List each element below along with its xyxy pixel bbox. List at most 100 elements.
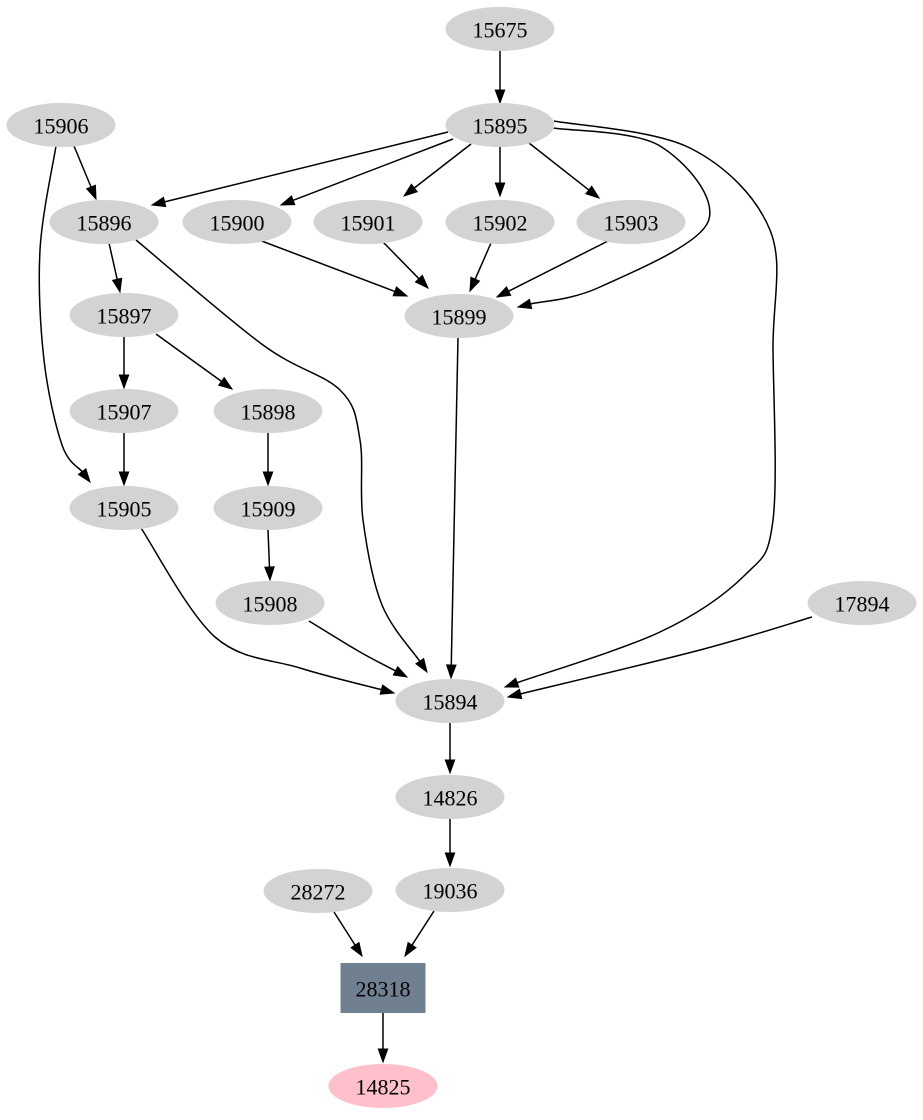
edge-15906-to-15896 (73, 145, 97, 201)
node-label: 15900 (210, 210, 265, 235)
node-label: 15895 (473, 113, 528, 138)
node-label: 15898 (241, 399, 296, 424)
arrowhead-icon (262, 471, 274, 487)
graph-node-17894: 17894 (807, 581, 917, 625)
edge-line (450, 337, 459, 666)
edge-19036-to-28318 (404, 910, 435, 958)
arrowhead-icon (392, 286, 409, 297)
edge-15897-to-15907 (118, 337, 130, 390)
node-ellipse-shape (807, 581, 917, 625)
node-label: 15906 (34, 113, 89, 138)
node-label: 15903 (604, 210, 659, 235)
arrowhead-icon (118, 471, 130, 487)
node-label: 19036 (423, 878, 478, 903)
edge-15895-to-15896 (150, 131, 449, 208)
node-ellipse-shape (69, 389, 179, 433)
arrowhead-icon (279, 195, 296, 206)
node-ellipse-shape (395, 868, 505, 912)
graph-node-15897: 15897 (69, 293, 179, 337)
edge-line (135, 239, 421, 662)
node-label: 28272 (291, 879, 346, 904)
graph-node-14826: 14826 (395, 775, 505, 819)
edge-line (520, 616, 813, 695)
edge-line (530, 127, 711, 305)
node-label: 15905 (97, 496, 152, 521)
edge-line (155, 333, 222, 382)
arrowhead-icon (150, 196, 167, 208)
graph-node-15902: 15902 (445, 200, 555, 244)
edge-15907-to-15905 (118, 433, 130, 487)
node-ellipse-shape (576, 200, 686, 244)
graph-node-15900: 15900 (182, 200, 292, 244)
edge-15898-to-15909 (262, 433, 274, 487)
edge-15675-to-15895 (494, 50, 506, 105)
node-ellipse-shape (445, 200, 555, 244)
arrowhead-icon (585, 185, 601, 199)
arrowhead-icon (111, 277, 123, 294)
graph-node-15907: 15907 (69, 389, 179, 433)
node-label: 14825 (356, 1074, 411, 1099)
arrowhead-icon (444, 852, 456, 868)
node-label: 15899 (432, 304, 487, 329)
node-ellipse-shape (182, 200, 292, 244)
node-ellipse-shape (49, 200, 159, 244)
graph-node-15901: 15901 (313, 200, 423, 244)
edge-15895-to-15902 (494, 147, 506, 198)
edge-15899-to-15894 (445, 337, 459, 680)
edge-line (108, 242, 118, 280)
arrowhead-icon (495, 286, 512, 298)
graph-node-15909: 15909 (213, 486, 323, 530)
node-ellipse-shape (263, 869, 373, 913)
edge-15903-to-15899 (495, 240, 609, 298)
arrowhead-icon (350, 941, 363, 958)
node-ellipse-shape (445, 7, 555, 51)
graph-node-15905: 15905 (69, 486, 179, 530)
edge-line (308, 620, 396, 672)
edge-17894-to-15894 (506, 616, 813, 700)
arrowhead-icon (414, 274, 430, 290)
arrowhead-icon (404, 941, 417, 958)
graph-node-28318: 28318 (340, 963, 426, 1013)
node-label: 15897 (97, 303, 152, 328)
edge-line (267, 529, 271, 568)
edge-15906-to-15905 (38, 145, 91, 484)
edges-layer (38, 50, 813, 1064)
edge-line (474, 242, 492, 280)
node-ellipse-shape (215, 581, 325, 625)
graph-node-15908: 15908 (215, 581, 325, 625)
node-label: 15909 (241, 496, 296, 521)
node-label: 15894 (423, 689, 478, 714)
node-label: 15902 (473, 210, 528, 235)
arrowhead-icon (503, 677, 520, 688)
arrowhead-icon (444, 759, 456, 775)
edge-15894-to-14826 (444, 723, 456, 775)
node-ellipse-shape (213, 486, 323, 530)
edge-line (382, 241, 420, 280)
node-box-shape (340, 963, 426, 1013)
arrowhead-icon (217, 376, 234, 390)
edge-line (413, 143, 472, 189)
edge-15896-to-15894 (135, 239, 428, 674)
edge-15895-to-15900 (279, 138, 454, 206)
node-ellipse-shape (404, 294, 514, 338)
edge-15895-to-15901 (402, 143, 472, 197)
arrowhead-icon (402, 183, 419, 197)
node-ellipse-shape (69, 486, 179, 530)
node-label: 17894 (835, 591, 890, 616)
edge-15897-to-15898 (155, 333, 234, 390)
edge-15901-to-15899 (382, 241, 430, 290)
edge-line (38, 145, 83, 473)
arrowhead-icon (516, 298, 533, 310)
graph-node-15906: 15906 (6, 103, 116, 147)
node-label: 15901 (341, 210, 396, 235)
graph-node-14825: 14825 (328, 1064, 438, 1108)
graph-node-15898: 15898 (213, 389, 323, 433)
arrowhead-icon (445, 664, 457, 680)
edge-line (528, 142, 590, 191)
node-ellipse-shape (213, 389, 323, 433)
edge-line (73, 145, 92, 188)
graph-node-15903: 15903 (576, 200, 686, 244)
edge-line (164, 131, 449, 203)
edge-15895-to-15894 (503, 120, 778, 688)
